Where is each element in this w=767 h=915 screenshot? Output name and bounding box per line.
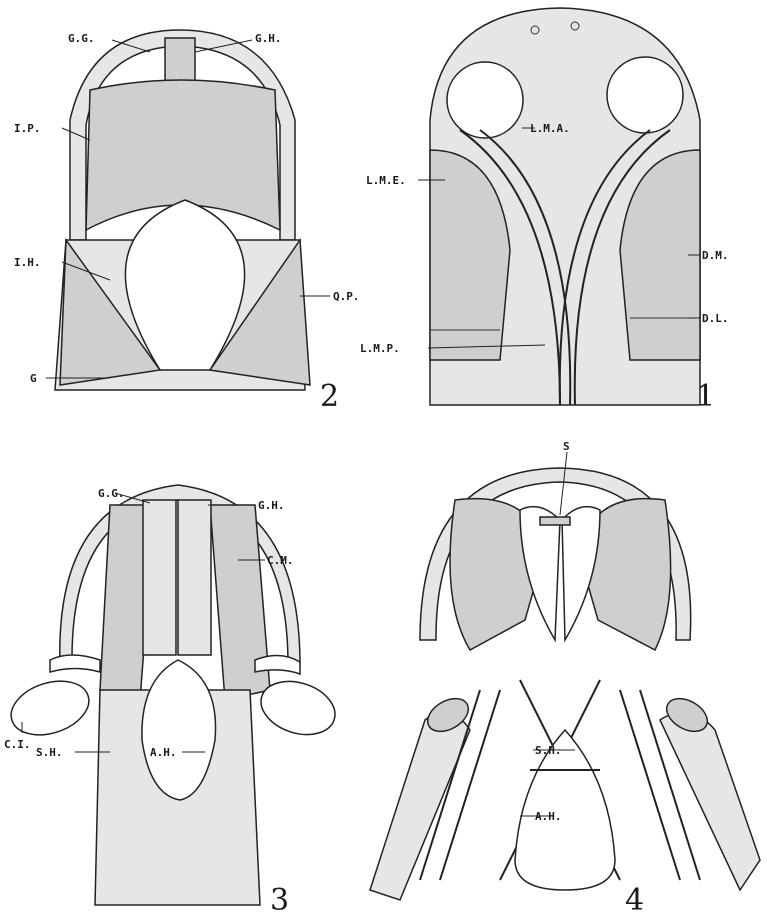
fig3-left-median-bar (143, 500, 176, 655)
figure-1: L.M.A. L.M.E. D.M. D.L. L.M.P. 1 (360, 8, 729, 414)
fig3-number: 3 (270, 883, 289, 915)
fig2-label-ip: I.P. (14, 122, 41, 135)
fig2-label-gh: G.H. (255, 32, 282, 45)
figure-4: S S.H. A.H. 4 (370, 440, 760, 915)
figure-2: G.G. G.H. I.P. I.H. Q.P. G 2 (14, 30, 360, 414)
fig2-label-g: G (30, 372, 37, 385)
fig1-label-dm: D.M. (702, 249, 729, 262)
fig4-number: 4 (625, 883, 644, 915)
fig1-label-lma: L.M.A. (530, 122, 570, 135)
fig3-label-cm: C.M. (267, 554, 294, 567)
fig3-label-gh: G.H. (258, 499, 285, 512)
fig3-label-sh: S.H. (36, 746, 63, 759)
fig2-label-qp: Q.P. (333, 290, 360, 303)
fig4-left-tube (370, 712, 470, 900)
fig2-number: 2 (320, 379, 339, 414)
fig3-right-median-bar (178, 500, 211, 655)
fig4-label-s: S (563, 440, 570, 453)
figure-3: G.G. G.H. C.M. C.I. S.H. A.H. 3 (4, 485, 342, 915)
fig4-label-ah: A.H. (535, 810, 562, 823)
fig2-label-gg: G.G. (68, 32, 95, 45)
fig4-spine-band (540, 517, 570, 525)
fig2-label-ih: I.H. (14, 256, 41, 269)
fig3-left-process (4, 672, 96, 744)
fig1-number: 1 (696, 379, 715, 414)
fig1-label-lmp: L.M.P. (360, 342, 400, 355)
fig3-label-ah: A.H. (150, 746, 177, 759)
fig1-right-eye (607, 57, 683, 133)
fig1-label-dl: D.L. (702, 312, 729, 325)
fig1-label-lme: L.M.E. (366, 174, 406, 187)
fig3-label-ci: C.I. (4, 738, 31, 751)
fig1-left-eye (447, 62, 523, 138)
fig4-opening (515, 730, 615, 890)
fig4-label-sh: S.H. (535, 744, 562, 757)
fig3-label-gg: G.G. (98, 487, 125, 500)
